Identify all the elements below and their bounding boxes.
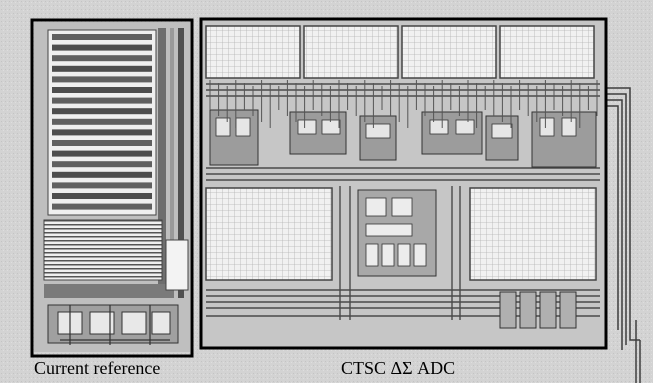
resistor-meander — [52, 129, 152, 136]
adc-outline — [199, 17, 608, 350]
adc-label: CTSC ΔΣ ADC — [341, 358, 456, 378]
output-traces — [606, 87, 641, 383]
resistor-meander — [52, 203, 152, 210]
resistor-meander — [52, 193, 152, 199]
resistor-meander — [52, 55, 152, 62]
resistor-meander — [52, 118, 152, 125]
resistor-meander — [52, 87, 152, 93]
resistor-meander — [52, 34, 152, 40]
resistor-meander — [52, 182, 152, 189]
current-reference-layout — [34, 22, 190, 352]
resistor-meander — [52, 108, 152, 115]
resistor-meander — [52, 44, 152, 51]
current-reference-outline — [30, 18, 194, 358]
resistor-meander — [52, 140, 152, 146]
current-reference-label: Current reference — [34, 358, 161, 378]
resistor-meander — [52, 97, 152, 104]
resistor-meander — [52, 65, 152, 72]
adc-layout — [202, 20, 606, 348]
resistor-meander — [52, 171, 152, 178]
resistor-meander — [52, 150, 152, 157]
resistor-meander — [52, 161, 152, 168]
resistor-meander — [52, 76, 152, 83]
